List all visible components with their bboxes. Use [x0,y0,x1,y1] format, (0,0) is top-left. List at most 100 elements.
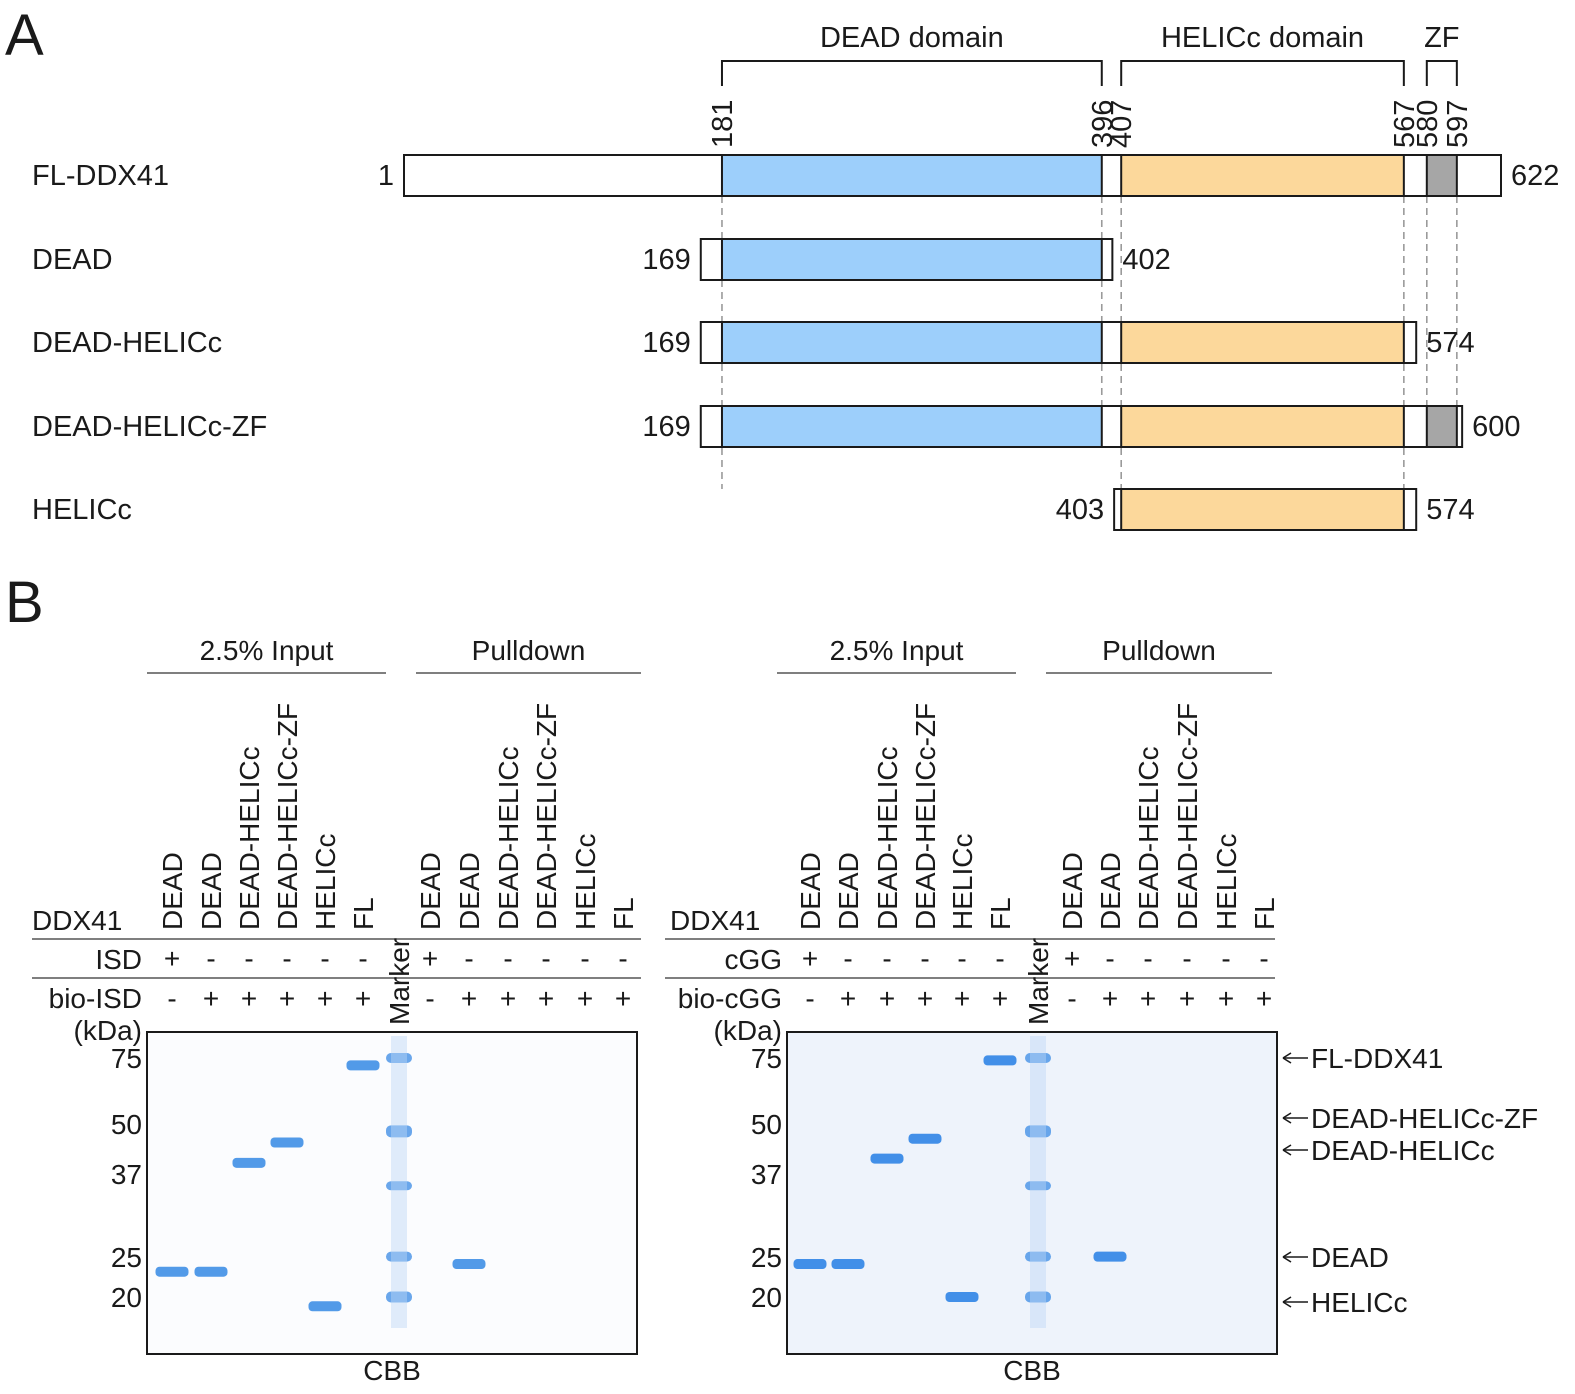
mw-marker-label: 50 [111,1109,142,1140]
mw-marker-label: 25 [111,1242,142,1273]
mw-marker-label: 20 [111,1282,142,1313]
lane-competitor-sign: - [1105,943,1114,974]
stain-label: CBB [1003,1355,1061,1386]
boundary-tick-label: 597 [1442,100,1474,148]
lane-biotin-sign: + [538,983,554,1014]
protein-band [346,1060,380,1071]
domain-bracket [1425,60,1458,86]
lane-construct-label: FL [348,897,379,930]
construct-end-residue: 622 [1511,160,1559,192]
annotation-arrow-head [1282,1112,1292,1124]
domain-header-label: HELICc domain [1161,22,1364,54]
construct-end-residue: 402 [1122,244,1170,276]
biotin-row-label: bio-ISD [49,983,142,1014]
marker-lane-label: Marker [1023,938,1054,1025]
lane-biotin-sign: + [1218,983,1234,1014]
annotation-arrow-head [1282,1251,1292,1263]
marker-ladder-band [1025,1181,1051,1191]
lane-biotin-sign: + [840,983,856,1014]
marker-ladder-band [1025,1251,1051,1262]
dead-domain [720,154,1103,197]
construct-start-residue: 403 [1056,494,1104,526]
input-header: 2.5% Input [830,635,964,666]
lane-competitor-sign: - [1259,943,1268,974]
helicc-domain [1120,488,1405,531]
protein-band [452,1259,486,1270]
lane-biotin-sign: - [805,983,814,1014]
lane-construct-label: DEAD [1057,852,1088,930]
lane-biotin-sign: + [461,983,477,1014]
marker-ladder-band [1025,1125,1051,1138]
protein-band [870,1153,904,1164]
lane-biotin-sign: + [355,983,371,1014]
construct-name: FL-DDX41 [32,160,169,192]
helicc-domain [1120,321,1405,364]
pulldown-header: Pulldown [1102,635,1216,666]
annotation-arrow-head [1282,1296,1292,1308]
lane-competitor-sign: - [995,943,1004,974]
band-annotation-label: HELICc [1311,1287,1407,1318]
lane-competitor-sign: - [618,943,627,974]
pulldown-header: Pulldown [472,635,586,666]
zf-domain [1425,405,1458,448]
lane-construct-label: DEAD-HELICc [234,746,265,930]
construct-end-residue: 574 [1426,327,1474,359]
protein-band [908,1133,942,1144]
lane-competitor-sign: - [580,943,589,974]
lane-biotin-sign: + [500,983,516,1014]
lane-competitor-sign: + [802,943,818,974]
lane-competitor-sign: - [503,943,512,974]
lane-biotin-sign: + [954,983,970,1014]
lane-competitor-sign: - [957,943,966,974]
protein-band [270,1137,304,1148]
band-annotation-label: DEAD-HELICc-ZF [1311,1103,1538,1134]
lane-competitor-sign: - [282,943,291,974]
domain-bracket [1120,60,1405,86]
mw-marker-label: 37 [751,1159,782,1190]
lane-construct-label: FL [985,897,1016,930]
lane-biotin-sign: + [1102,983,1118,1014]
mw-marker-label: 37 [111,1159,142,1190]
boundary-tick-label: 396 [1087,100,1119,148]
lane-construct-label: FL [1249,897,1280,930]
construct-end-residue: 574 [1426,494,1474,526]
marker-ladder-band [386,1291,412,1303]
protein-band [1093,1251,1127,1262]
domain-header-label: DEAD domain [820,22,1004,54]
marker-lane-smear [1030,1036,1046,1328]
lane-biotin-sign: - [167,983,176,1014]
lane-construct-label: HELICc [1211,834,1242,930]
kda-label: (kDa) [714,1015,782,1046]
lane-competitor-sign: + [164,943,180,974]
annotation-arrow-head [1282,1144,1292,1156]
lane-biotin-sign: + [1256,983,1272,1014]
domain-bracket [720,60,1103,86]
annotation-arrow-head [1282,1052,1292,1064]
panel-b-letter: B [5,570,44,635]
construct-name: HELICc [32,494,132,526]
lane-competitor-sign: - [244,943,253,974]
dead-domain [720,321,1103,364]
lane-competitor-sign: - [320,943,329,974]
protein-band [831,1259,865,1270]
kda-label: (kDa) [74,1015,142,1046]
marker-ladder-band [1025,1053,1051,1063]
lane-construct-label: DEAD [795,852,826,930]
lane-biotin-sign: + [992,983,1008,1014]
input-header: 2.5% Input [200,635,334,666]
lane-biotin-sign: + [317,983,333,1014]
lane-competitor-sign: - [541,943,550,974]
protein-band [194,1266,228,1277]
lane-competitor-sign: - [464,943,473,974]
protein-band [793,1259,827,1270]
domain-header-label: ZF [1424,22,1459,54]
lane-construct-label: HELICc [570,834,601,930]
lane-construct-label: DEAD [1095,852,1126,930]
lane-competitor-sign: - [843,943,852,974]
lane-biotin-sign: + [917,983,933,1014]
construct-start-residue: 169 [642,411,690,443]
lane-construct-label: DEAD-HELICc-ZF [1172,703,1203,930]
